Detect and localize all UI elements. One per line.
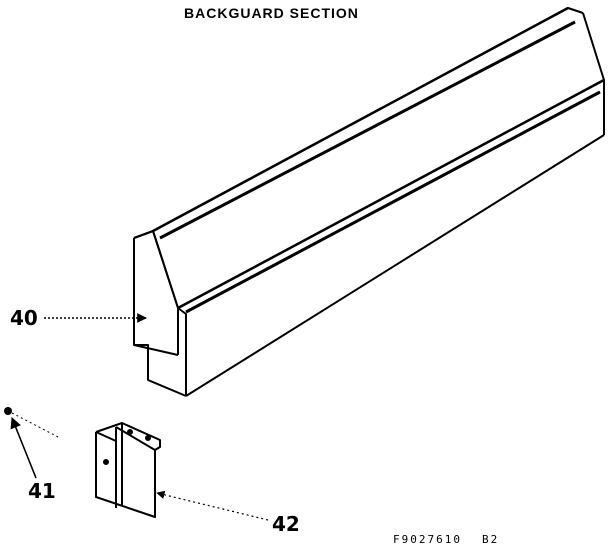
diagram-title: BACKGUARD SECTION <box>184 5 359 21</box>
callout-42: 42 <box>272 512 300 536</box>
leader-41 <box>10 416 37 479</box>
drawing-revision: B2 <box>481 533 500 546</box>
drawing-number: F9027610 B2 <box>393 533 499 546</box>
leader-42 <box>156 490 269 521</box>
backguard-panel <box>133 6 605 397</box>
backguard-highlights <box>159 20 601 314</box>
callout-41: 41 <box>28 479 56 503</box>
callout-40: 40 <box>10 306 38 330</box>
bracket-42 <box>95 422 161 518</box>
drawing-number-code: F9027610 <box>393 533 462 546</box>
screw-41 <box>4 407 61 439</box>
